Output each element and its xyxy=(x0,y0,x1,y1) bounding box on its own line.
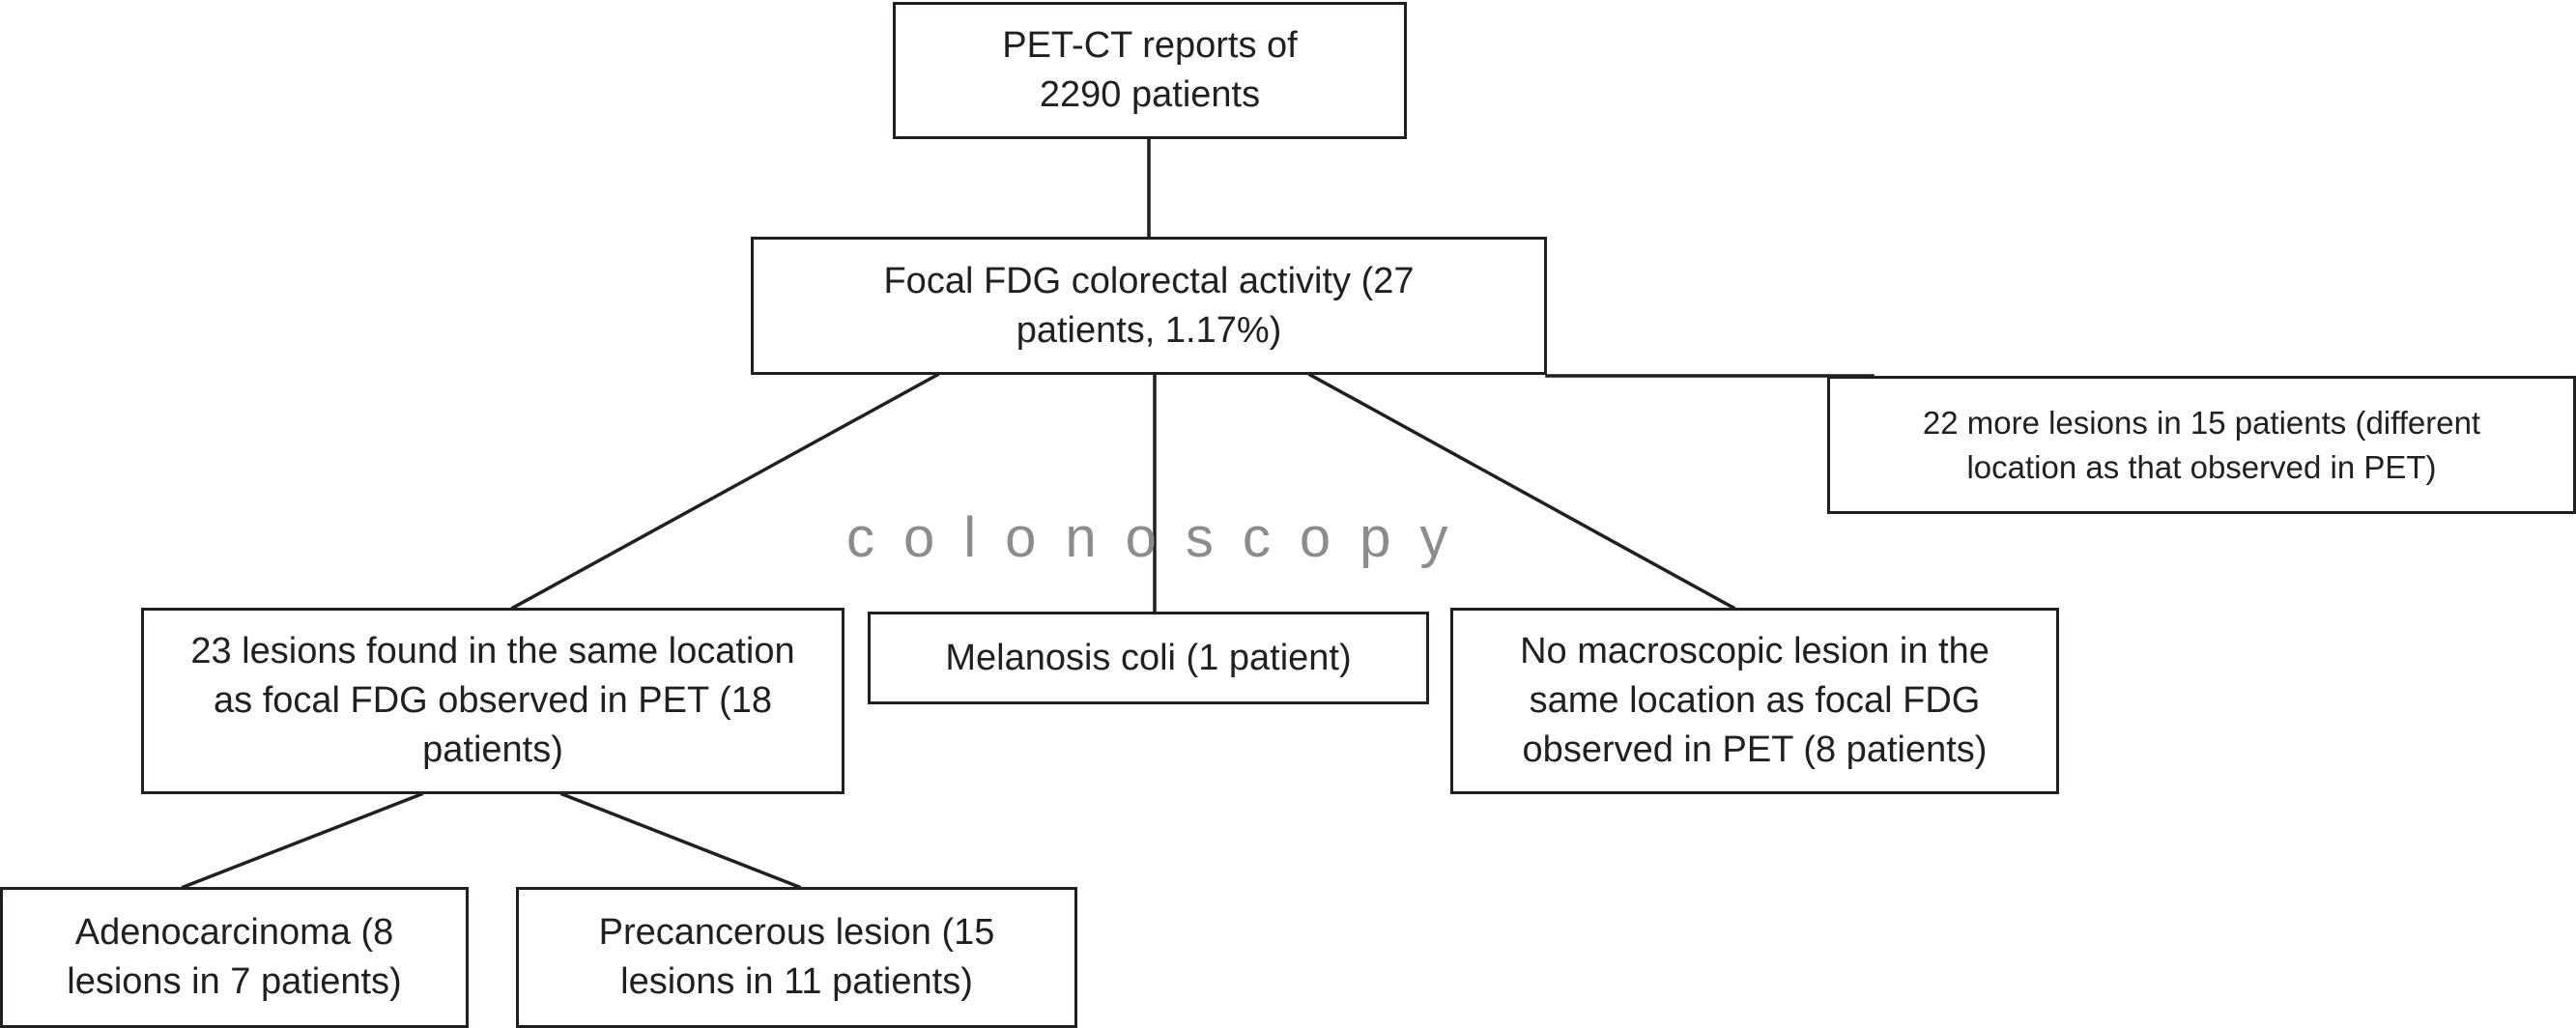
box-pet-ct-reports: PET-CT reports of 2290 patients xyxy=(893,2,1407,139)
box-pet-ct-reports-text: PET-CT reports of 2290 patients xyxy=(1002,25,1298,115)
box-more-lesions-text: 22 more lesions in 15 patients (differen… xyxy=(1922,404,2481,485)
box-adenocarcinoma: Adenocarcinoma (8 lesions in 7 patients) xyxy=(0,887,469,1028)
connector-focal-to-same-location xyxy=(510,372,940,611)
colonoscopy-edge-label: colonoscopy xyxy=(846,506,1477,569)
box-adenocarcinoma-text: Adenocarcinoma (8 lesions in 7 patients) xyxy=(67,912,402,1002)
box-precancerous-lesion-text: Precancerous lesion (15 lesions in 11 pa… xyxy=(598,912,995,1002)
box-focal-fdg-activity: Focal FDG colorectal activity (27 patien… xyxy=(751,237,1547,375)
box-melanosis-coli: Melanosis coli (1 patient) xyxy=(868,612,1429,704)
connector-focal-to-no-macroscopic xyxy=(1307,372,1736,611)
box-no-macroscopic-lesion-text: No macroscopic lesion in the same locati… xyxy=(1520,631,1989,770)
connector-same-to-precancerous xyxy=(559,791,802,890)
box-melanosis-coli-text: Melanosis coli (1 patient) xyxy=(945,637,1352,678)
box-same-location-lesions-text: 23 lesions found in the same location as… xyxy=(190,631,795,770)
box-precancerous-lesion: Precancerous lesion (15 lesions in 11 pa… xyxy=(516,887,1077,1028)
connector-same-to-adenocarcinoma xyxy=(181,791,424,890)
box-same-location-lesions: 23 lesions found in the same location as… xyxy=(141,608,844,794)
box-no-macroscopic-lesion: No macroscopic lesion in the same locati… xyxy=(1450,608,2059,794)
box-more-lesions: 22 more lesions in 15 patients (differen… xyxy=(1827,376,2576,514)
box-focal-fdg-activity-text: Focal FDG colorectal activity (27 patien… xyxy=(883,260,1415,351)
